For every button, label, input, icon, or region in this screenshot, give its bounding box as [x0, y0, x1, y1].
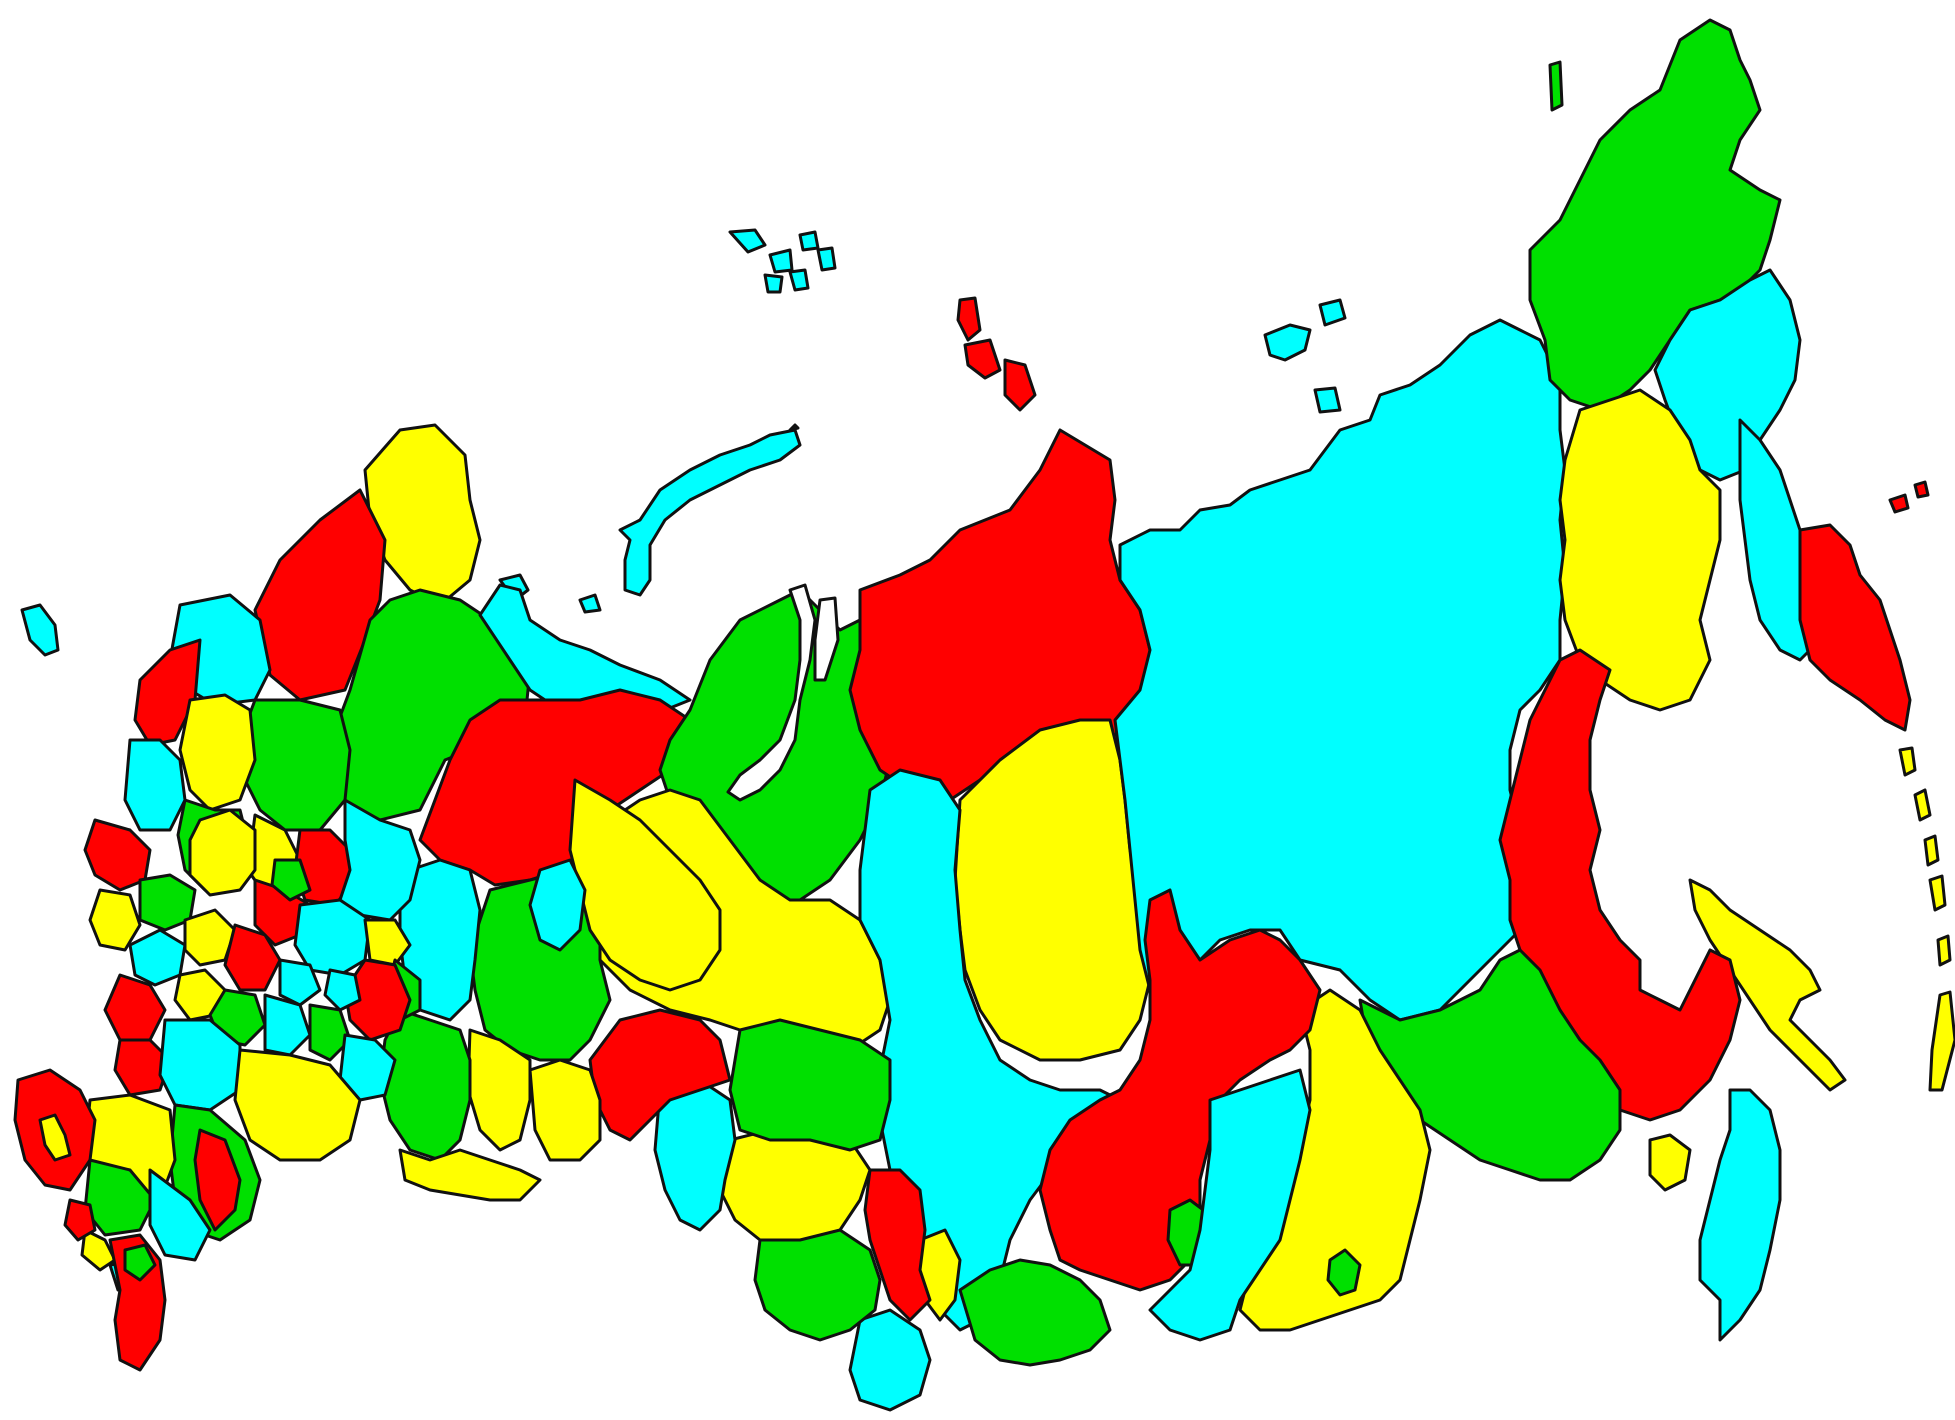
island-franz-josef-6	[788, 268, 810, 292]
gulf-of-taz	[813, 596, 840, 682]
island-commander	[1888, 480, 1930, 514]
island-wrangel	[1548, 60, 1564, 112]
region-kbr	[80, 1228, 117, 1272]
region-tyumen	[588, 1008, 732, 1142]
region-chuvashia	[323, 968, 362, 1012]
island-franz-josef-3	[798, 230, 820, 252]
region-pskov	[123, 738, 187, 832]
region-yakutia	[1113, 318, 1567, 1022]
region-belgorod	[113, 1038, 172, 1097]
region-kaliningrad	[20, 603, 60, 657]
region-ivanovo	[270, 858, 312, 902]
region-magadan-south	[1558, 388, 1722, 712]
region-omsk	[653, 1078, 737, 1232]
region-jewish-ao	[1648, 1133, 1692, 1192]
region-primorye	[1698, 1088, 1782, 1342]
island-vaigach	[578, 593, 602, 614]
region-bryansk	[88, 888, 142, 952]
region-mari	[363, 918, 412, 967]
region-saratov	[233, 1048, 362, 1162]
island-new-siberian	[1263, 298, 1347, 414]
region-komi	[418, 688, 702, 887]
region-novgorod	[178, 693, 257, 812]
region-chelyabinsk	[466, 1028, 532, 1152]
region-vologda	[238, 698, 352, 832]
islands-kuril	[1898, 746, 1955, 1092]
region-kamchatka	[1798, 523, 1912, 732]
gulf-of-ob	[726, 583, 817, 802]
region-arkhangelsk-coast	[478, 583, 692, 722]
region-kurgan	[528, 1058, 602, 1162]
region-chechnya	[123, 1243, 157, 1282]
region-karachay	[63, 1198, 97, 1242]
region-kemerovo	[863, 1168, 932, 1322]
region-ryazan	[223, 923, 282, 992]
region-karelia	[253, 488, 387, 702]
island-franz-josef	[728, 228, 767, 254]
region-astrakhan	[193, 1128, 242, 1232]
region-smolensk	[83, 818, 152, 892]
island-severnaya-zemlya	[956, 296, 1037, 412]
island-franz-josef-4	[816, 246, 837, 272]
region-tomsk	[728, 1018, 892, 1152]
island-franz-josef-5	[763, 273, 784, 294]
region-khabarovsk	[1498, 648, 1742, 1122]
region-voronezh	[158, 1018, 242, 1112]
region-moscow-oblast	[188, 808, 257, 897]
region-penza	[263, 993, 312, 1057]
region-nizhny	[293, 898, 372, 977]
island-novaya-zemlya	[618, 423, 802, 597]
region-kalmykia	[148, 1168, 212, 1262]
region-oryol	[128, 928, 187, 987]
region-orenburg	[398, 1148, 542, 1202]
region-altai-rep	[848, 1308, 932, 1412]
region-aginsky	[1326, 1248, 1362, 1297]
island-franz-josef-2	[768, 248, 794, 274]
region-buryatia	[1148, 1068, 1312, 1342]
region-ural-cyan	[528, 858, 587, 952]
region-tuva	[958, 1258, 1112, 1367]
region-tomsk-corridor	[858, 768, 1122, 1332]
region-ulyanovsk	[308, 1003, 352, 1062]
region-adygea	[38, 1113, 72, 1162]
region-sakhalin	[1688, 878, 1847, 1092]
region-mordovia	[278, 958, 322, 1007]
